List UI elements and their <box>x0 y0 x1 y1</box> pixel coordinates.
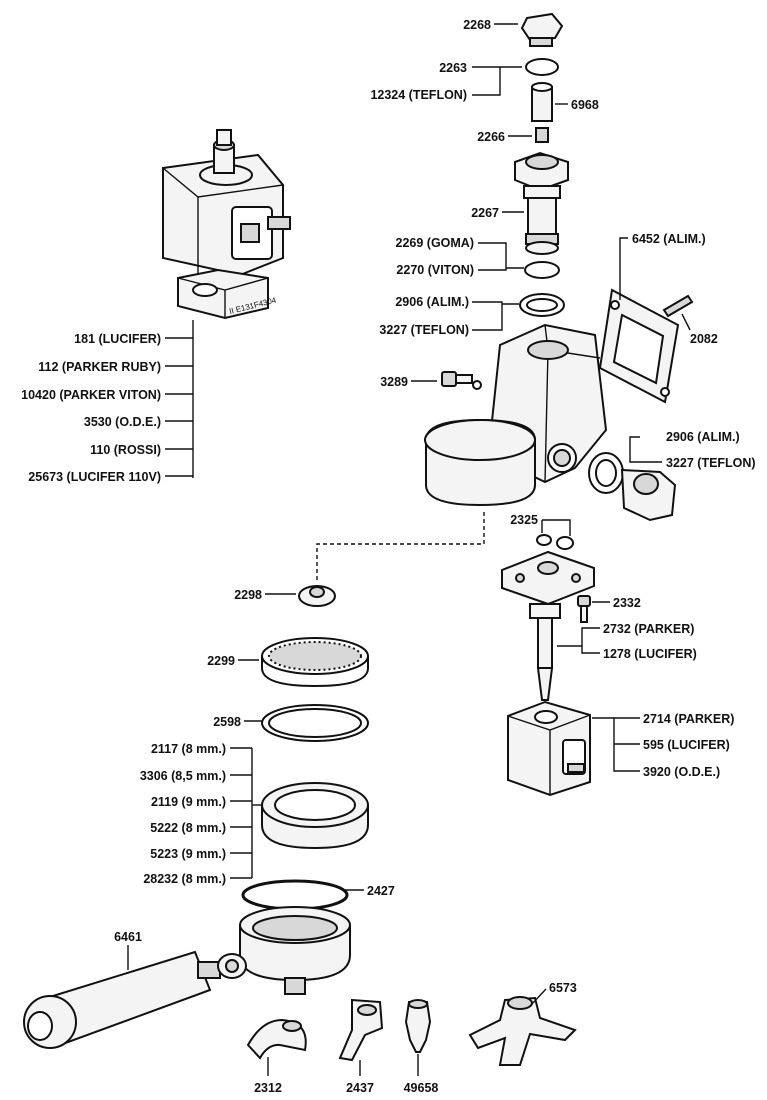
label-2906-top: 2906 (ALIM.) <box>395 295 469 309</box>
part-6573-spout <box>468 996 577 1066</box>
part-2325-orings <box>536 534 574 550</box>
label-25673: 25673 (LUCIFER 110V) <box>28 470 161 484</box>
label-2598: 2598 <box>213 715 241 729</box>
part-2082-pin <box>662 294 694 318</box>
label-2437: 2437 <box>346 1081 374 1095</box>
solenoid-valve-leader <box>165 320 194 478</box>
label-3227-side: 3227 (TEFLON) <box>666 456 756 470</box>
label-3227-top: 3227 (TEFLON) <box>379 323 469 337</box>
label-2906-side: 2906 (ALIM.) <box>666 430 740 444</box>
label-2714: 2714 (PARKER) <box>643 712 734 726</box>
part-6968-tube <box>531 82 553 122</box>
solenoid-valve: II E131F4304 <box>162 129 291 320</box>
part-portafilter-basket <box>239 906 351 995</box>
dashed-link <box>316 512 485 580</box>
gasket-leader <box>230 747 262 879</box>
part-2268-cap <box>520 12 564 47</box>
valve-stem <box>501 550 595 701</box>
label-2268: 2268 <box>463 18 491 32</box>
part-coil <box>507 700 591 797</box>
part-2906-gasket-side <box>588 452 624 494</box>
part-2332-screw <box>577 595 591 623</box>
part-2437-spout <box>338 998 384 1062</box>
label-2427: 2427 <box>367 884 395 898</box>
label-2732: 2732 (PARKER) <box>603 622 694 636</box>
label-3289: 3289 <box>380 375 408 389</box>
label-3530: 3530 (O.D.E.) <box>84 415 161 429</box>
label-6452: 6452 (ALIM.) <box>632 232 706 246</box>
label-2270: 2270 (VITON) <box>396 263 474 277</box>
label-112: 112 (PARKER RUBY) <box>38 360 161 374</box>
side-plug <box>620 468 677 522</box>
group-head-body <box>424 323 608 507</box>
label-595: 595 (LUCIFER) <box>643 738 730 752</box>
label-110: 110 (ROSSI) <box>90 443 161 457</box>
label-12324: 12324 (TEFLON) <box>370 88 467 102</box>
label-2119: 2119 (9 mm.) <box>151 795 226 809</box>
part-2269-oring <box>524 261 560 279</box>
label-2082: 2082 <box>690 332 718 346</box>
label-5223: 5223 (9 mm.) <box>150 847 226 861</box>
label-2332: 2332 <box>613 596 641 610</box>
label-2263: 2263 <box>439 61 467 75</box>
part-2312-spout <box>246 1018 307 1060</box>
label-28232: 28232 (8 mm.) <box>143 872 226 886</box>
label-181: 181 (LUCIFER) <box>74 332 161 346</box>
label-6968: 6968 <box>571 98 599 112</box>
part-2427-spring <box>241 879 349 911</box>
label-49658: 49658 <box>404 1081 439 1095</box>
part-6461-handle <box>23 950 247 1049</box>
part-2266-nipple <box>535 127 549 143</box>
label-6573: 6573 <box>549 981 577 995</box>
label-5222: 5222 (8 mm.) <box>150 821 226 835</box>
label-2267: 2267 <box>471 206 499 220</box>
label-1278: 1278 (LUCIFER) <box>603 647 697 661</box>
part-2598-gasket <box>261 704 369 742</box>
part-2263-washer <box>525 58 559 76</box>
label-2269: 2269 (GOMA) <box>396 236 475 250</box>
label-3306: 3306 (8,5 mm.) <box>140 769 226 783</box>
part-3289-screw <box>441 371 482 390</box>
label-6461: 6461 <box>114 930 142 944</box>
label-2312: 2312 <box>254 1081 282 1095</box>
label-2266: 2266 <box>477 130 505 144</box>
label-2325: 2325 <box>510 513 538 527</box>
label-2298: 2298 <box>234 588 262 602</box>
label-10420: 10420 (PARKER VITON) <box>21 388 161 402</box>
part-49658-nozzle <box>404 999 432 1053</box>
part-group-gasket <box>261 782 369 850</box>
part-2298-dispersion <box>298 585 336 607</box>
label-3920: 3920 (O.D.E.) <box>643 765 720 779</box>
label-2299: 2299 <box>207 654 235 668</box>
label-2117: 2117 (8 mm.) <box>151 742 226 756</box>
part-2267-fitting <box>514 151 569 255</box>
part-2299-screen <box>261 637 369 688</box>
part-6452-plate <box>598 288 680 404</box>
part-2906-gasket-top <box>519 293 565 317</box>
